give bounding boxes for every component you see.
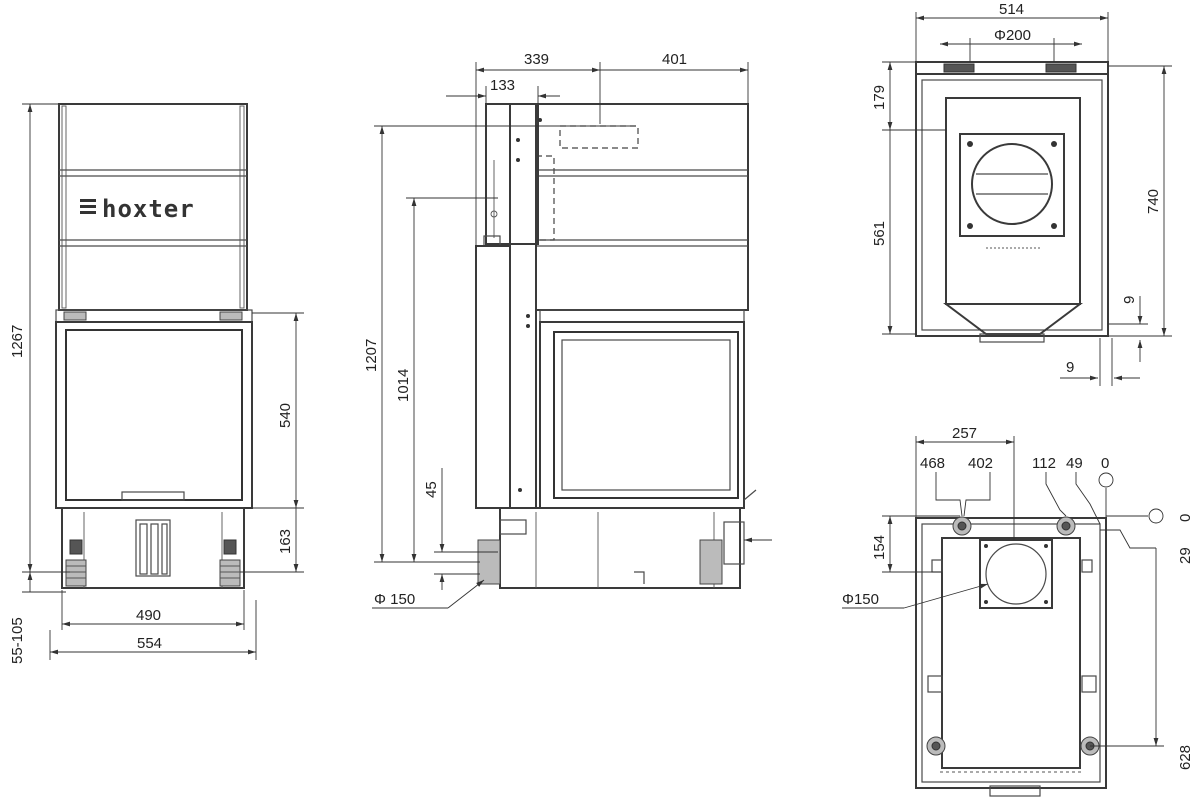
dim-top-9-horizontal: 9 [1066, 359, 1074, 376]
top-outlet-box [959, 133, 1065, 237]
dim-inner-width: 490 [136, 607, 161, 624]
top-view: 514 Φ200 179 561 740 9 9 [871, 1, 1172, 386]
brand-logo: hoxter [80, 195, 195, 223]
bottom-inlet-box [979, 539, 1053, 609]
side-outlet-dashed [559, 125, 639, 149]
dim-outer-width: 554 [137, 635, 162, 652]
dim-bottom-zero-top: 0 [1101, 455, 1109, 472]
dim-top-width: 514 [999, 1, 1024, 18]
front-foot-left [65, 559, 87, 587]
dim-top-179: 179 [871, 85, 888, 110]
side-housing [535, 103, 749, 311]
bottom-plate [941, 537, 1081, 769]
dim-bottom-154: 154 [871, 535, 888, 560]
bottom-body [915, 517, 1107, 789]
side-foot-left [477, 539, 501, 585]
dim-side-height-45: 45 [423, 481, 440, 498]
dim-side-offset: 133 [490, 77, 515, 94]
dim-bottom-29: 29 [1177, 547, 1194, 564]
dim-bottom-257: 257 [952, 425, 977, 442]
bottom-inlet-circle [985, 543, 1047, 605]
dim-overall-height: 1267 [9, 325, 26, 358]
dim-bottom-zero-right: 0 [1177, 514, 1194, 522]
bottom-origin-marker-right [1148, 508, 1164, 524]
dim-bottom-628: 628 [1177, 745, 1194, 770]
dim-bottom-402: 402 [968, 455, 993, 472]
bottom-view: 257 468 402 112 49 0 0 29 628 154 Φ150 [842, 425, 1194, 797]
side-front-panel [475, 245, 511, 509]
dim-bottom-49: 49 [1066, 455, 1083, 472]
side-rear-column [509, 103, 537, 509]
label-top-outlet-diameter: Φ200 [994, 27, 1031, 44]
front-base [61, 507, 245, 589]
bottom-origin-marker-top [1098, 472, 1114, 488]
dim-top-740: 740 [1145, 189, 1162, 214]
side-glass [553, 331, 739, 499]
dim-top-561: 561 [871, 221, 888, 246]
dim-side-height-1014: 1014 [395, 369, 412, 402]
label-side-flue-diameter: Φ 150 [374, 591, 415, 608]
label-bottom-inlet-diameter: Φ150 [842, 591, 879, 608]
top-inner-frame [945, 97, 1081, 305]
front-foot-right [219, 559, 241, 587]
dim-bottom-468: 468 [920, 455, 945, 472]
dim-base-height: 163 [277, 529, 294, 554]
brand-logo-text: hoxter [102, 195, 195, 223]
front-view: hoxter 1267 55-105 [9, 103, 304, 664]
front-glass [65, 329, 243, 501]
dim-side-height-1207: 1207 [363, 339, 380, 372]
dim-side-left-width: 339 [524, 51, 549, 68]
dim-top-9-vertical: 9 [1121, 296, 1138, 304]
top-body [915, 73, 1109, 337]
top-outlet-circle [971, 143, 1053, 225]
dim-feet-range: 55-105 [9, 617, 26, 664]
dim-glass-height: 540 [277, 403, 294, 428]
dim-side-right-width: 401 [662, 51, 687, 68]
dim-bottom-112: 112 [1032, 455, 1056, 472]
side-foot-right [699, 539, 723, 585]
side-view: 339 401 133 1207 1014 45 Φ 150 [363, 51, 772, 609]
